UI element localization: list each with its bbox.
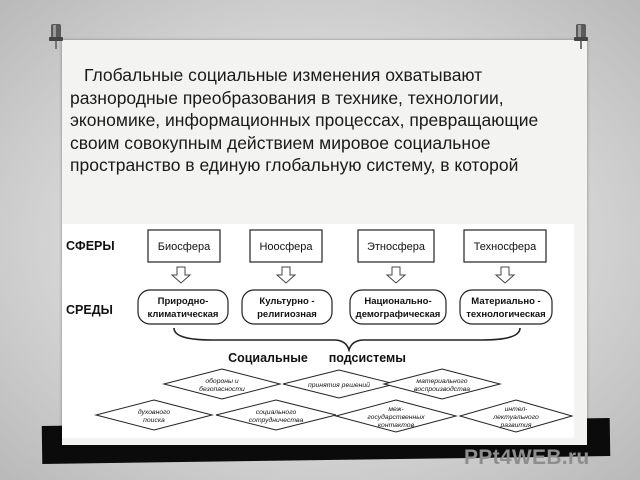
slide-paragraph: Глобальные социальные изменения охватыва… xyxy=(70,65,539,175)
subsystem-diamond: обороны и безопасности xyxy=(162,368,282,400)
site-watermark: PPt4WEB.ru xyxy=(464,446,590,469)
environment-label: Культурно - xyxy=(259,296,314,307)
sphere-box: Техносфера xyxy=(463,229,547,263)
subsystem-label: контактов xyxy=(378,422,415,429)
down-arrow-icon xyxy=(275,266,297,284)
subsystem-label: социального xyxy=(256,409,297,416)
environment-label: технологическая xyxy=(466,309,545,320)
subsystem-diamond: интел- лектуального развития xyxy=(458,399,574,433)
subsystem-diamond: социального сотрудничества xyxy=(215,399,337,431)
subsystem-diamond: принятия решений xyxy=(282,369,396,399)
subsystem-diamond: духовного поиска xyxy=(94,399,214,431)
subsystem-label: лектуального xyxy=(492,414,539,421)
subsystems-title: Социальные подсистемы xyxy=(228,351,406,365)
subsystem-label: безопасности xyxy=(199,385,245,393)
sphere-box: Этносфера xyxy=(357,229,435,263)
environment-label: климатическая xyxy=(148,309,219,320)
environment-label: Материально - xyxy=(471,296,540,307)
sphere-label: Техносфера xyxy=(474,241,537,253)
environment-label: демографическая xyxy=(356,309,441,320)
subsystem-label: меж- xyxy=(388,406,404,413)
subsystem-label: сотрудничества xyxy=(249,416,304,424)
sphere-box: Ноосфера xyxy=(249,229,323,263)
row-label-spheres: СФЕРЫ xyxy=(66,239,115,253)
subsystem-label: обороны и xyxy=(205,377,239,385)
pushpin-icon xyxy=(49,24,63,49)
sphere-label: Ноосфера xyxy=(259,241,313,253)
environment-label: Национально- xyxy=(364,296,431,307)
subsystem-diamond: материального воспроизводства xyxy=(382,368,502,400)
environment-box: Национально- демографическая xyxy=(349,289,447,325)
subsystem-label: государственных xyxy=(367,413,425,421)
environment-box: Природно- климатическая xyxy=(137,289,229,325)
down-arrow-icon xyxy=(170,266,192,284)
sphere-label: Этносфера xyxy=(367,241,426,253)
grouping-brace xyxy=(173,327,521,353)
sphere-box: Биосфера xyxy=(147,229,221,263)
environment-label: религиозная xyxy=(257,309,317,320)
down-arrow-icon xyxy=(494,266,516,284)
subsystem-label: материального xyxy=(416,378,467,385)
row-label-environments: СРЕДЫ xyxy=(66,303,113,317)
sphere-label: Биосфера xyxy=(158,241,211,253)
spheres-diagram: СФЕРЫ СРЕДЫ Биосфера Ноосфера Этносфера … xyxy=(62,224,574,438)
environment-box: Материально - технологическая xyxy=(459,289,553,325)
environment-box: Культурно - религиозная xyxy=(241,289,333,325)
subsystem-label: развития xyxy=(500,422,532,429)
subsystem-label: воспроизводства xyxy=(414,385,470,393)
subsystem-label: духовного xyxy=(138,408,171,416)
subsystem-diamond: меж- государственных контактов xyxy=(334,399,458,433)
subsystem-label: поиска xyxy=(143,417,165,424)
subsystem-label: принятия решений xyxy=(308,381,370,389)
subsystem-label: интел- xyxy=(505,406,529,413)
down-arrow-icon xyxy=(385,266,407,284)
environment-label: Природно- xyxy=(158,296,209,307)
pushpin-icon xyxy=(574,24,588,49)
